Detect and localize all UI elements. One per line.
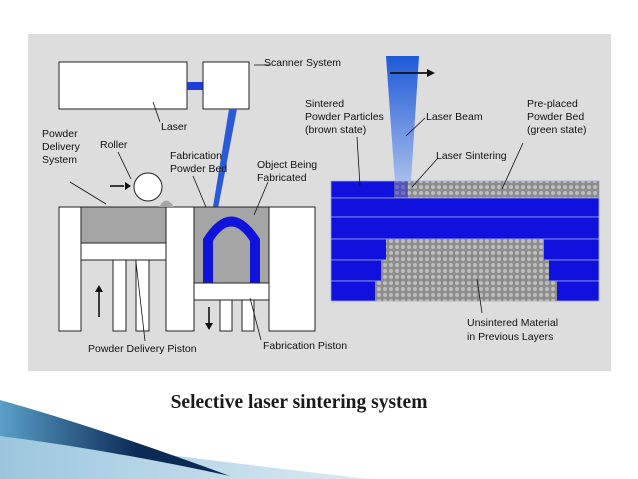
laser-beam-cone (386, 56, 419, 197)
label-fabrication-powder-bed: Fabrication Powder Bed (170, 150, 227, 175)
label-pre-placed-powder-bed: Pre-placed Powder Bed (green state) (527, 98, 587, 136)
delivery-powder (80, 206, 167, 244)
layer-detail: Sintered Powder Particles (brown state) … (305, 56, 600, 343)
swoosh-light (0, 432, 370, 479)
roller-arrow-head (125, 182, 131, 190)
fabrication-right-wall (268, 206, 316, 332)
label-object-being-fabricated: Object Being Fabricated (257, 159, 320, 184)
leader-lines-left (69, 64, 271, 342)
label-laser-sintering: Laser Sintering (436, 150, 507, 162)
label-laser-beam: Laser Beam (426, 111, 483, 123)
middle-wall (165, 206, 195, 332)
delivery-up-arrow-head (95, 285, 103, 292)
sls-diagram: Scanner System Laser Powder Delivery Sys… (42, 56, 600, 355)
fabrication-piston-plate (193, 282, 270, 301)
label-powder-delivery-system: Powder Delivery System (42, 128, 83, 166)
label-powder-delivery-piston: Powder Delivery Piston (88, 343, 197, 355)
label-fabrication-piston: Fabrication Piston (263, 340, 347, 352)
label-laser: Laser (161, 121, 188, 133)
scanner-unit (202, 61, 250, 110)
laser-sintering-spot (394, 181, 410, 198)
diagram-panel: Scanner System Laser Powder Delivery Sys… (28, 34, 611, 371)
fabrication-down-arrow-head (205, 323, 213, 330)
unsintered-step-3 (375, 281, 557, 301)
delivery-piston-rod-left (112, 259, 127, 332)
motion-arrows (95, 182, 213, 330)
label-sintered-powder-particles: Sintered Powder Particles (brown state) (305, 98, 387, 136)
label-roller: Roller (100, 139, 128, 151)
sls-machine: Scanner System Laser Powder Delivery Sys… (42, 57, 347, 355)
decorative-swoosh (0, 400, 370, 479)
unsintered-step-1 (386, 239, 544, 260)
laser-output-beam (187, 82, 203, 90)
delivery-piston-plate (80, 242, 167, 261)
fabricated-object (203, 216, 260, 283)
diagram-caption: Selective laser sintering system (170, 392, 428, 413)
unsintered-step-2 (381, 260, 549, 281)
preplaced-powder-bed (408, 181, 599, 198)
swoosh-dark (0, 400, 230, 476)
scanned-laser-beam (211, 109, 237, 219)
scan-direction-arrow-head (427, 69, 435, 77)
laser-unit (58, 61, 188, 110)
delivery-left-wall (58, 206, 82, 332)
label-scanner-system: Scanner System (264, 57, 341, 69)
sintered-layer-3 (330, 216, 600, 240)
fabrication-piston-rod-left (219, 299, 233, 332)
roller-powder-heap (159, 200, 174, 207)
fabrication-piston-rod-right (241, 299, 255, 332)
leader-lines-right (356, 117, 524, 314)
roller (133, 172, 163, 202)
sintered-layer-2 (330, 197, 600, 218)
label-unsintered-material: Unsintered Material in Previous Layers (467, 317, 561, 343)
delivery-piston-rod-right (135, 259, 150, 332)
